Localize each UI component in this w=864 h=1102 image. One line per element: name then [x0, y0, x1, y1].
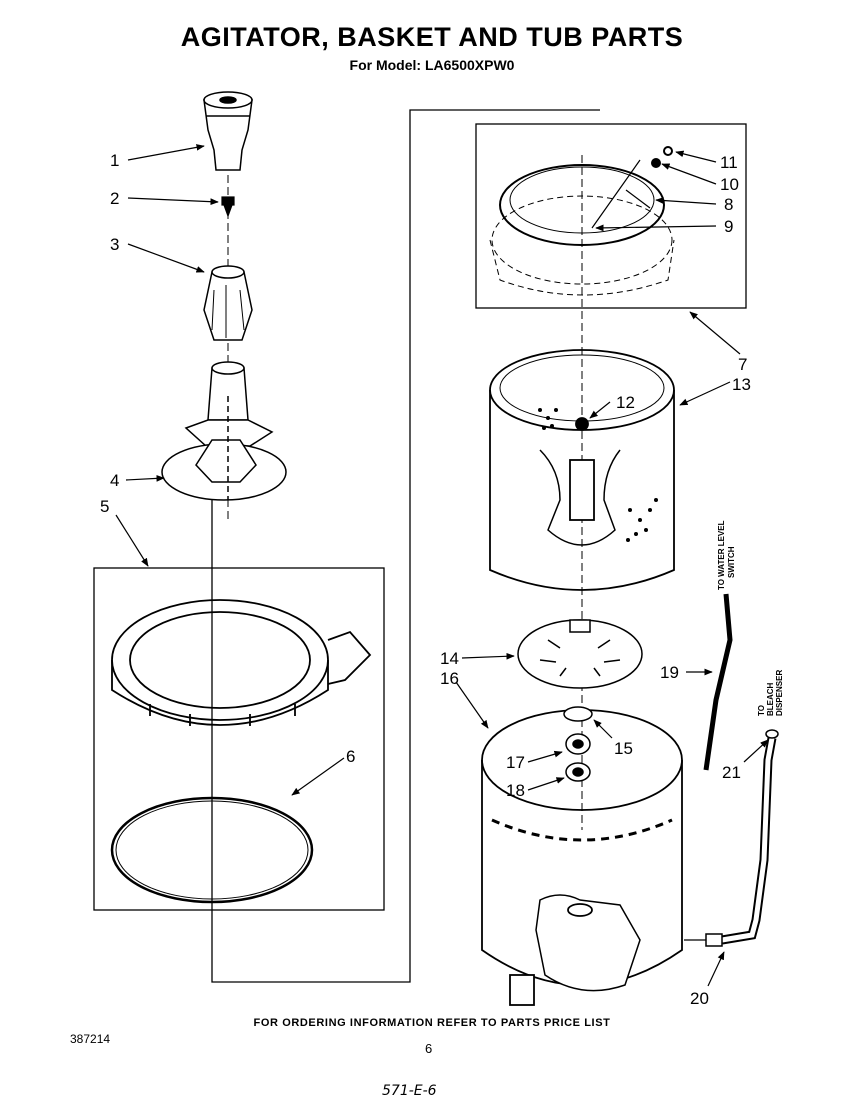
callout-1: 1	[110, 151, 119, 170]
bleach-label: TO BLEACH DISPENSER	[757, 670, 784, 716]
document-number: 387214	[70, 1032, 111, 1046]
agitator-cam-part	[203, 265, 253, 341]
callout-18: 18	[506, 781, 525, 800]
callout-12: 12	[616, 393, 635, 412]
bleach-hose-part	[684, 729, 779, 947]
callout-8: 8	[724, 195, 733, 214]
callout-5: 5	[100, 497, 109, 516]
callout-3: 3	[110, 235, 119, 254]
assembly-connector-line	[211, 109, 600, 983]
callout-7: 7	[738, 355, 747, 374]
tub-seal-parts	[563, 706, 593, 782]
water-level-label: TO WATER LEVEL SWITCH	[717, 520, 736, 590]
tub-seal-part	[110, 796, 314, 904]
callout-6: 6	[346, 747, 355, 766]
water-level-hose-part	[703, 593, 733, 771]
fastener-part	[221, 196, 235, 218]
callout-numbers: 1 2 3 4 5 6 7 8 9 10 11 12 13 14 15 16 1…	[100, 151, 751, 1008]
water-level-label-line-2: SWITCH	[727, 546, 736, 578]
drive-plate-part	[517, 619, 643, 689]
callout-11: 11	[720, 153, 738, 172]
callout-16: 16	[440, 669, 459, 688]
outer-tub-part	[481, 709, 683, 1006]
parts-kit-box-7	[475, 123, 747, 309]
leader-lines	[115, 144, 769, 987]
page-number: 6	[425, 1041, 433, 1056]
diagram-title: AGITATOR, BASKET AND TUB PARTS	[180, 22, 684, 52]
callout-9: 9	[724, 217, 733, 236]
bleach-label-line-3: DISPENSER	[775, 670, 784, 716]
callout-13: 13	[732, 375, 751, 394]
callout-17: 17	[506, 753, 525, 772]
callout-20: 20	[690, 989, 709, 1008]
callout-4: 4	[110, 471, 119, 490]
model-subtitle: For Model: LA6500XPW0	[349, 57, 515, 73]
callout-21: 21	[722, 763, 741, 782]
wash-basket-part	[489, 349, 675, 591]
handwritten-note: 571-E-6	[382, 1083, 437, 1099]
bleach-label-line-2: BLEACH	[766, 682, 775, 716]
bleach-label-line-1: TO	[757, 705, 766, 716]
callout-15: 15	[614, 739, 633, 758]
callout-10: 10	[720, 175, 739, 194]
agitator-cap-part	[203, 91, 253, 171]
ordering-note: FOR ORDERING INFORMATION REFER TO PARTS …	[253, 1017, 611, 1029]
water-level-label-line-1: TO WATER LEVEL	[717, 520, 726, 590]
basket-ring-part	[489, 146, 675, 296]
tub-ring-part	[111, 599, 372, 726]
agitator-base-part	[161, 361, 287, 501]
callout-19: 19	[660, 663, 679, 682]
callout-14: 14	[440, 649, 459, 668]
callout-2: 2	[110, 189, 119, 208]
parts-kit-box-5	[93, 567, 385, 911]
